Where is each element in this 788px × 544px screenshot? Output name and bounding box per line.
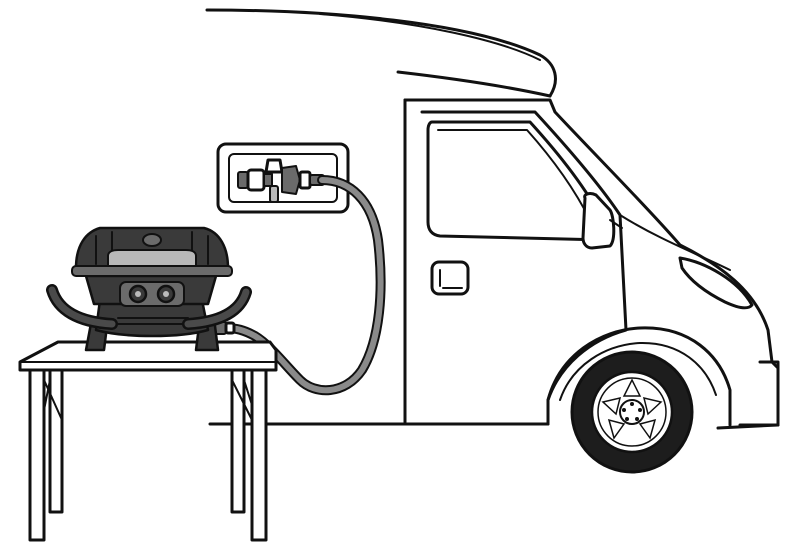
grill-lid-handle — [108, 250, 196, 266]
grill-lid-rim — [72, 266, 232, 276]
campervan-icon — [207, 10, 778, 472]
portable-gas-grill-icon — [52, 228, 246, 350]
van-front-bumper — [740, 362, 778, 425]
van-door-window — [428, 122, 605, 240]
table-top — [20, 342, 276, 370]
van-window-inner-line — [438, 130, 590, 220]
van-hood-line — [620, 215, 730, 270]
table-leg-back-left — [50, 370, 62, 512]
table-leg-front-left — [30, 370, 44, 540]
van-overcab-lower-line — [398, 72, 550, 96]
folding-table-icon — [20, 342, 276, 540]
van-roof-line — [207, 10, 555, 96]
van-wheel-icon — [572, 352, 692, 472]
grill-lid-emblem — [143, 234, 161, 246]
van-door-handle — [432, 262, 468, 294]
table-leg-front-right — [252, 370, 266, 540]
van-overcab-crease — [320, 14, 540, 60]
